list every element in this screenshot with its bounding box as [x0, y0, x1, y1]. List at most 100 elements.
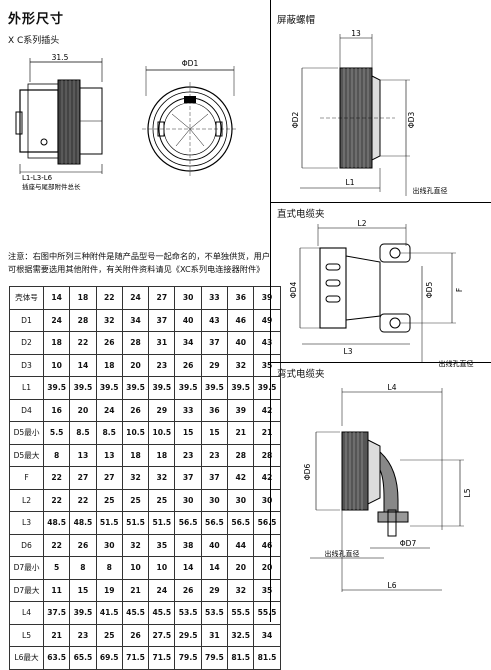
table-cell: 29.5 [174, 623, 202, 647]
table-cell: 21 [227, 421, 255, 445]
table-cell: 18 [42, 331, 71, 355]
table-cell: 22 [69, 331, 97, 355]
table-cell: 36 [200, 398, 229, 422]
table-cell: 46 [253, 533, 281, 557]
table-cell: 8.5 [69, 421, 97, 445]
straight-clamp-drawing: L2 ΦD4 ΦD5 F L3 出线孔直径 [289, 220, 474, 368]
table-cell: 21 [253, 421, 281, 445]
table-cell: 43 [200, 308, 229, 332]
table-cell: 24 [95, 398, 123, 422]
table-col-head: 27 [148, 286, 176, 310]
table-cell: 32 [121, 466, 150, 490]
length-code-label: L1-L3-L6 [22, 174, 53, 182]
section-divider-2 [270, 362, 491, 363]
table-cell: 16 [42, 398, 71, 422]
table-cell: 71.5 [148, 646, 176, 670]
table-cell: 55.5 [227, 601, 255, 625]
row-label: D7最小 [9, 556, 44, 580]
table-cell: 20 [253, 556, 281, 580]
row-label: D3 [9, 353, 44, 377]
table-cell: 37 [174, 466, 202, 490]
table-cell: 31 [200, 623, 229, 647]
table-cell: 22 [42, 533, 71, 557]
table-cell: 39 [227, 398, 255, 422]
table-cell: 10 [148, 556, 176, 580]
row-label: L6最大 [9, 646, 44, 670]
l5-dim: L5 [463, 488, 472, 497]
table-cell: 40 [174, 308, 202, 332]
row-label: D5最小 [9, 421, 44, 445]
table-cell: 32 [148, 466, 176, 490]
table-cell: 25 [95, 488, 123, 512]
row-label: L4 [9, 601, 44, 625]
straight-clamp-title: 直式电缆夹 [277, 209, 325, 220]
table-cell: 81.5 [253, 646, 281, 670]
table-cell: 26 [121, 623, 150, 647]
table-cell: 28 [121, 331, 150, 355]
row-label: L3 [9, 511, 44, 535]
d5-dim: ΦD5 [425, 282, 434, 299]
l3-dim: L3 [344, 347, 353, 356]
table-cell: 13 [69, 443, 97, 467]
table-col-head: 24 [121, 286, 150, 310]
d6-dim: ΦD6 [303, 464, 312, 481]
table-cell: 32 [121, 533, 150, 557]
table-cell: 51.5 [121, 511, 150, 535]
table-cell: 79.5 [174, 646, 202, 670]
table-cell: 32 [95, 308, 123, 332]
table-cell: 55.5 [253, 601, 281, 625]
table-cell: 20 [69, 398, 97, 422]
table-cell: 30 [200, 488, 229, 512]
table-cell: 37 [200, 466, 229, 490]
table-cell: 30 [227, 488, 255, 512]
table-cell: 26 [174, 353, 202, 377]
table-cell: 23 [174, 443, 202, 467]
f-dim: F [455, 288, 464, 292]
table-cell: 18 [95, 353, 123, 377]
table-cell: 14 [174, 556, 202, 580]
table-cell: 20 [227, 556, 255, 580]
length-caption: 插座与尾部附件总长 [22, 182, 81, 191]
row-label: D1 [9, 308, 44, 332]
table-cell: 45.5 [148, 601, 176, 625]
bent-clamp-title: 弯式电缆夹 [277, 369, 325, 380]
table-cell: 27.5 [148, 623, 176, 647]
table-cell: 42 [227, 466, 255, 490]
table-cell: 23 [148, 353, 176, 377]
table-cell: 39.5 [69, 601, 97, 625]
row-label: L2 [9, 488, 44, 512]
table-cell: 25 [95, 623, 123, 647]
row-label: D4 [9, 398, 44, 422]
nut-outlet-label: 出线孔直径 [413, 186, 448, 195]
table-cell: 24 [148, 578, 176, 602]
table-cell: 56.5 [253, 511, 281, 535]
table-cell: 27 [69, 466, 97, 490]
table-cell: 10 [42, 353, 71, 377]
table-cell: 39.5 [69, 376, 97, 400]
table-cell: 14 [200, 556, 229, 580]
l2-dim: L2 [358, 220, 367, 228]
accessory-note: 注意：右图中所列三种附件是随产品型号一起命名的，不单独供货，用户可根据需要选用其… [8, 251, 271, 274]
table-cell: 20 [121, 353, 150, 377]
table-cell: 29 [200, 353, 229, 377]
table-cell: 48.5 [69, 511, 97, 535]
table-cell: 40 [227, 331, 255, 355]
table-cell: 28 [253, 443, 281, 467]
table-col-head: 39 [253, 286, 281, 310]
table-cell: 48.5 [42, 511, 71, 535]
table-cell: 10 [121, 556, 150, 580]
table-cell: 25 [121, 488, 150, 512]
table-cell: 35 [253, 578, 281, 602]
table-cell: 10.5 [121, 421, 150, 445]
bent-clamp-drawing: L4 ΦD6 L5 ΦD7 出线孔直径 L6 [303, 383, 472, 592]
table-cell: 53.5 [200, 601, 229, 625]
table-cell: 71.5 [121, 646, 150, 670]
